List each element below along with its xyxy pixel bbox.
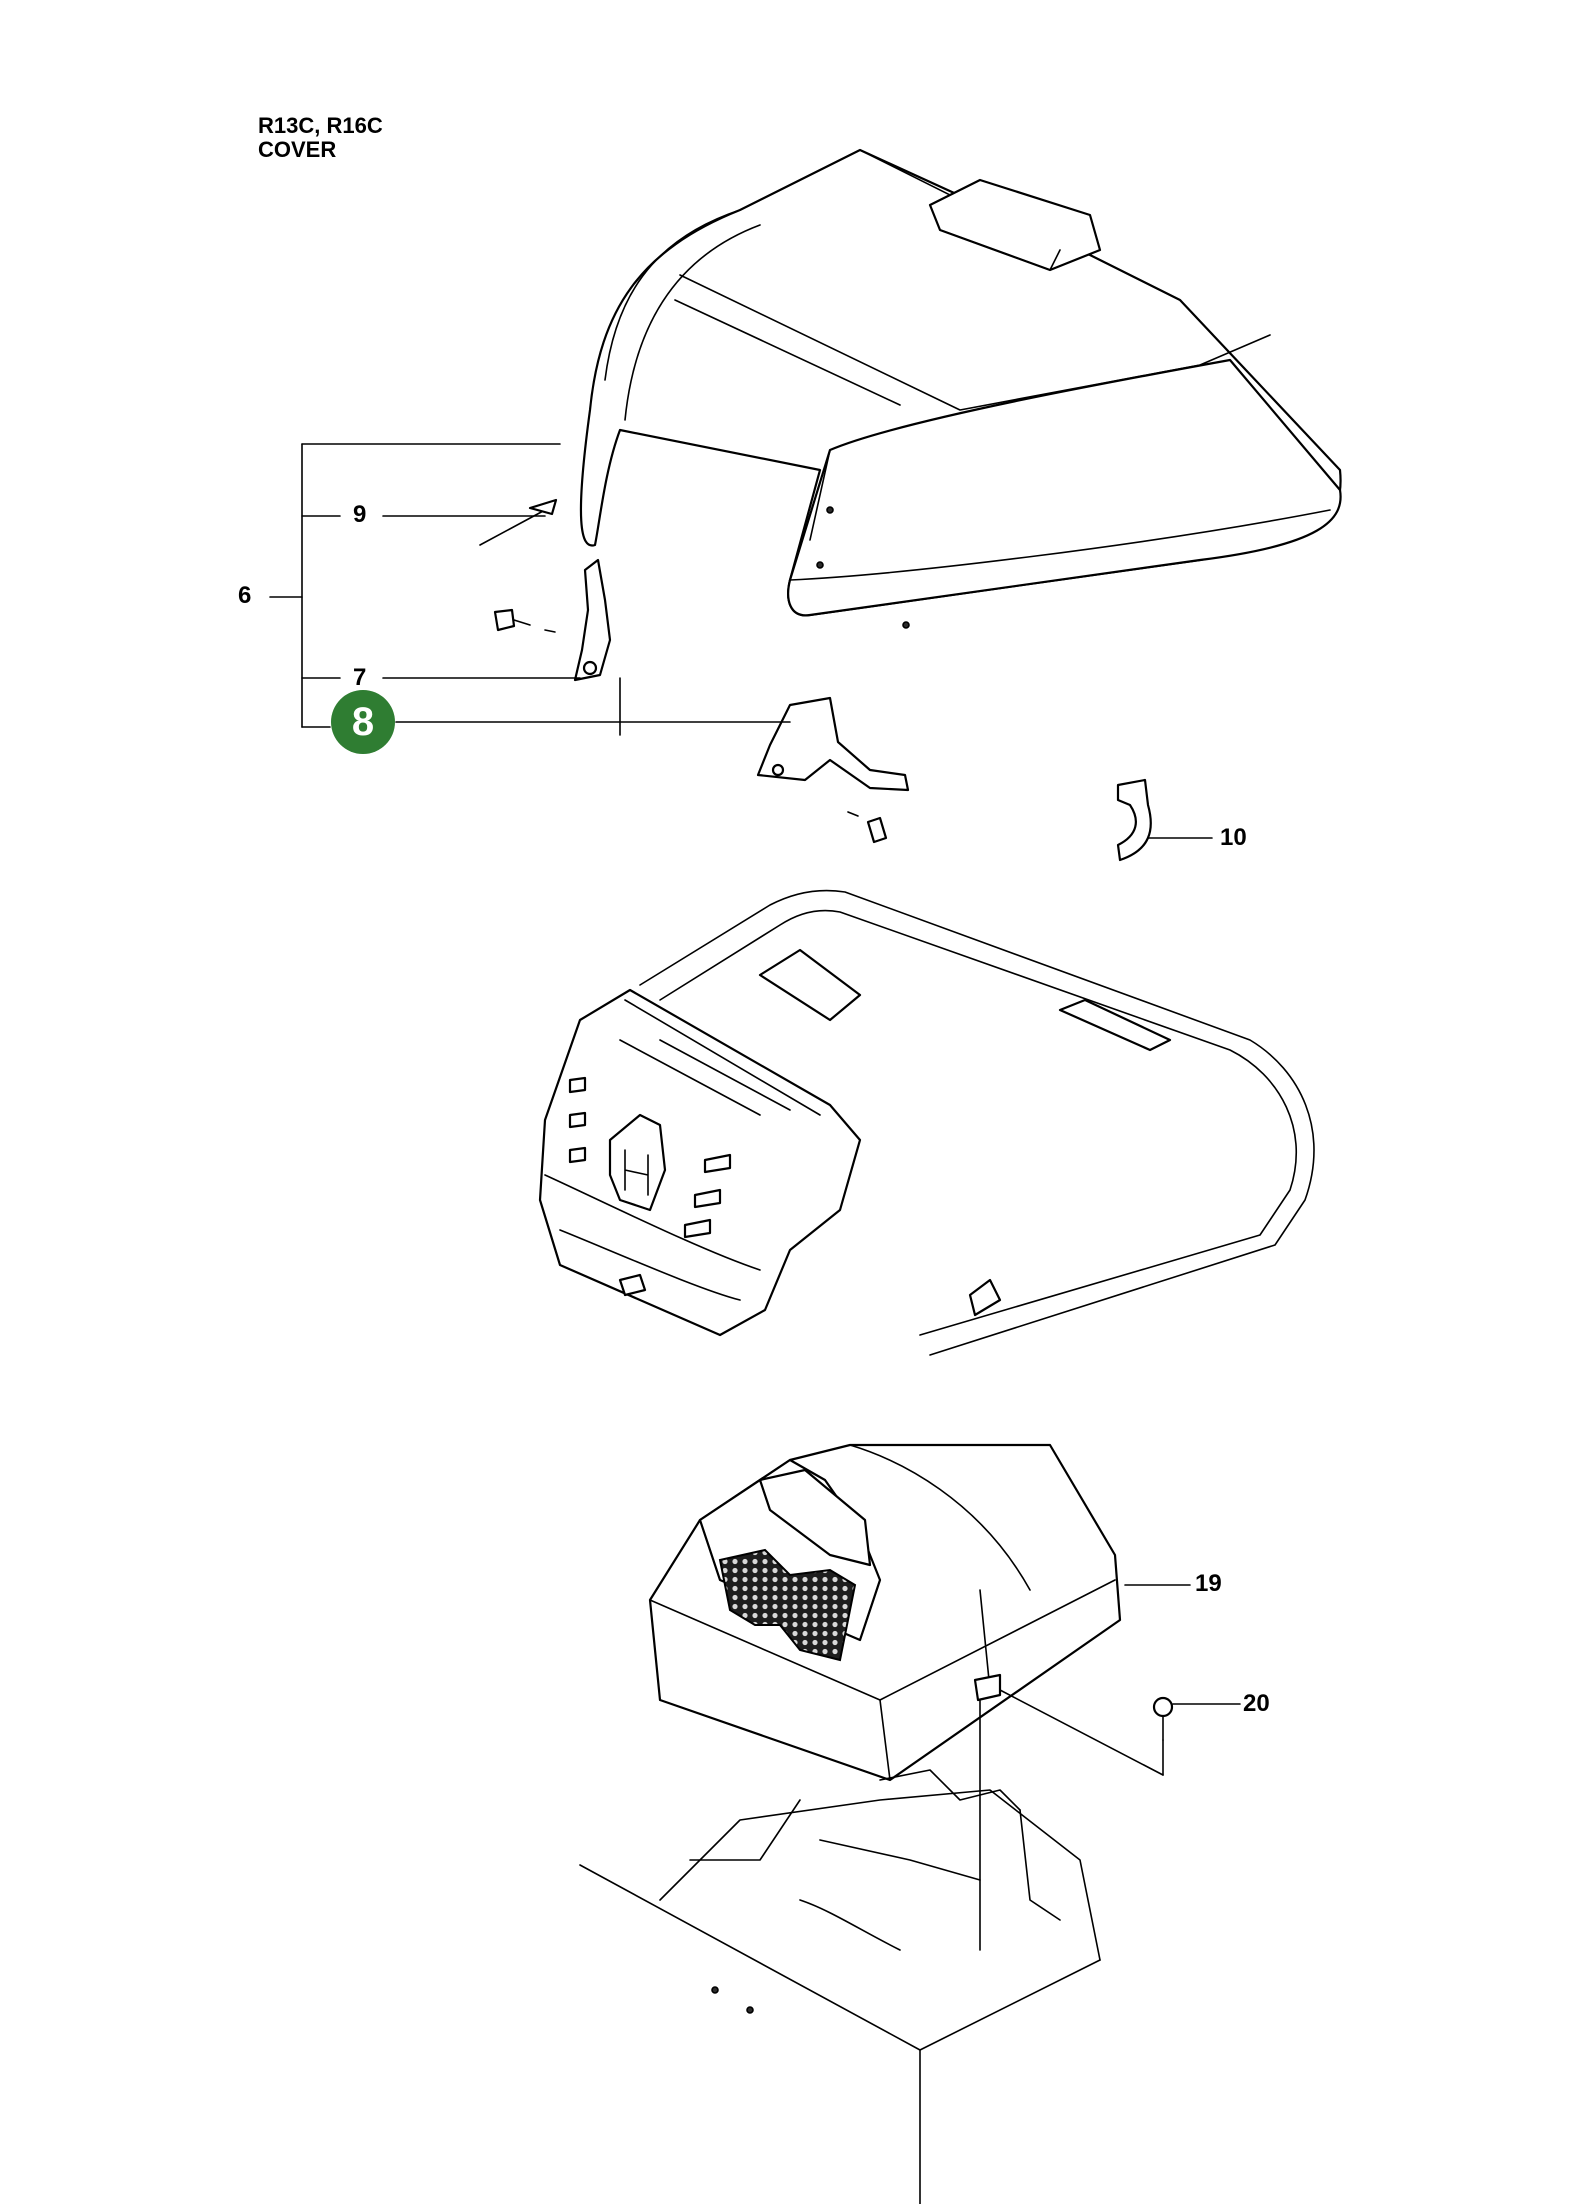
callout-part-8[interactable]: 8 bbox=[331, 690, 395, 754]
chassis bbox=[579, 1769, 1101, 2204]
diagram-title: R13C, R16C COVER bbox=[258, 114, 383, 162]
label-part-9: 9 bbox=[353, 501, 367, 528]
bumper-frame bbox=[639, 889, 1315, 1356]
label-part-20: 20 bbox=[1243, 1690, 1270, 1717]
leader-lines bbox=[269, 443, 1241, 1951]
clip-part-10 bbox=[1116, 778, 1152, 862]
body-cover bbox=[579, 148, 1342, 629]
screw-part-20 bbox=[1152, 1696, 1174, 1741]
pin-part-9 bbox=[479, 498, 558, 546]
model-names: R13C, R16C bbox=[258, 113, 383, 138]
label-part-7: 7 bbox=[353, 664, 367, 691]
label-part-19: 19 bbox=[1195, 1570, 1222, 1597]
top-cover-part-19 bbox=[648, 1443, 1122, 1782]
label-part-6: 6 bbox=[238, 582, 252, 609]
bracket-part-7 bbox=[493, 558, 612, 682]
section-name: COVER bbox=[258, 137, 337, 162]
front-cover bbox=[538, 988, 862, 1337]
label-part-10: 10 bbox=[1220, 824, 1247, 851]
bracket-part-8 bbox=[756, 696, 910, 844]
